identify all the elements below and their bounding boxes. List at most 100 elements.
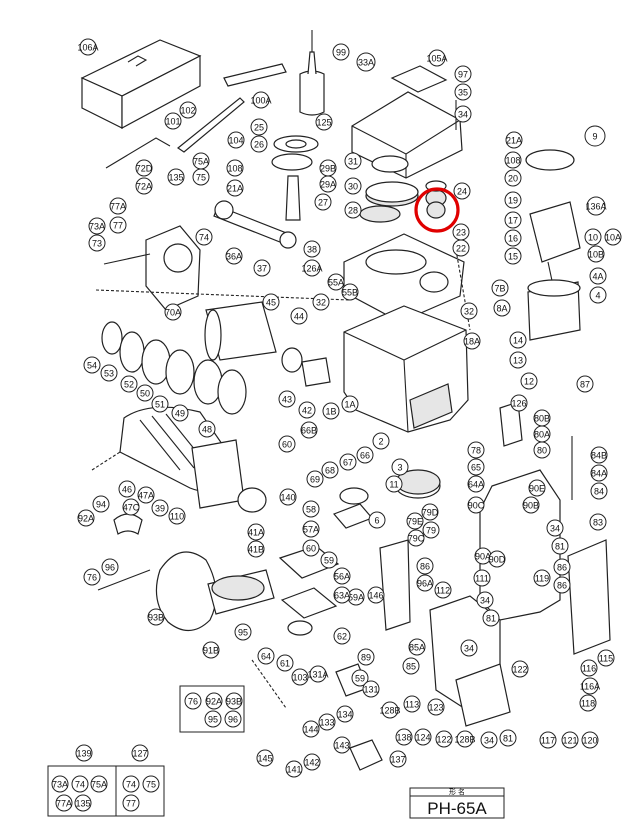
callout-c93b: 93B <box>147 608 165 626</box>
callout-number: 63A <box>334 591 350 601</box>
callout-bubble <box>278 435 296 453</box>
callout-bubble <box>303 259 321 277</box>
callout-number: 95 <box>238 628 248 638</box>
callout-c104: 104 <box>227 131 245 149</box>
callout-bubble <box>309 665 327 683</box>
callout-number: 74 <box>126 780 136 790</box>
callout-c100a: 100A <box>250 91 272 109</box>
callout-number: 43 <box>282 395 292 405</box>
callout-number: 145 <box>257 754 272 764</box>
callout-number: 75A <box>193 157 209 167</box>
callout-bubble <box>253 259 271 277</box>
callout-c84a: 84A <box>590 464 608 482</box>
callout-bubble <box>505 131 523 149</box>
callout-c139: 139 <box>75 744 93 762</box>
callout-bubble <box>406 512 424 530</box>
callout-c25: 25 <box>250 118 268 136</box>
callout-bubble <box>434 581 452 599</box>
callout-c140: 140 <box>279 488 297 506</box>
callout-number: 140 <box>280 493 295 503</box>
stator <box>527 279 581 341</box>
callout-bubble <box>333 586 351 604</box>
callout-bubble <box>151 395 169 413</box>
callout-number: 133 <box>319 718 334 728</box>
callout-bubble <box>509 331 527 349</box>
callout-number: 135 <box>168 173 183 183</box>
callout-number: 16 <box>508 234 518 244</box>
callout-number: 91B <box>203 646 219 656</box>
callout-bubble <box>344 177 362 195</box>
callout-bubble <box>234 623 252 641</box>
callout-bubble <box>339 453 357 471</box>
callout-bubble <box>315 113 333 131</box>
callout-c108a: 108 <box>226 159 244 177</box>
callout-bubble <box>71 775 89 793</box>
callout-number: 94 <box>96 500 106 510</box>
callout-bubble <box>391 458 409 476</box>
callout-c68: 68 <box>321 461 339 479</box>
callout-number: 27 <box>318 198 328 208</box>
callout-number: 141 <box>286 765 301 775</box>
callout-number: 86 <box>557 563 567 573</box>
callout-number: 90A <box>475 552 491 562</box>
callout-number: 14 <box>513 336 523 346</box>
callout-number: 73A <box>52 780 68 790</box>
callout-bubble <box>122 498 140 516</box>
callout-bubble <box>227 131 245 149</box>
callout-number: 85 <box>406 662 416 672</box>
callout-bubble <box>414 728 432 746</box>
callout-bubble <box>480 731 498 749</box>
callout-bubble <box>467 475 485 493</box>
gear-3 <box>395 469 441 499</box>
callout-c134: 134 <box>336 705 354 723</box>
callout-number: 59 <box>324 556 334 566</box>
callout-c90e: 90E <box>528 479 546 497</box>
callout-k76: 76 <box>184 692 202 710</box>
callout-number: 35 <box>458 88 468 98</box>
callout-bubble <box>302 520 320 538</box>
callout-bubble <box>168 507 186 525</box>
kit-box-91b <box>179 685 245 733</box>
callout-bubble <box>225 247 243 265</box>
clamp <box>113 513 143 535</box>
callout-number: 77A <box>110 202 126 212</box>
callout-number: 120 <box>582 736 597 746</box>
callout-k77a: 77A <box>55 794 73 812</box>
callout-number: 80B <box>534 414 550 424</box>
callout-number: 4A <box>592 272 603 282</box>
callout-c75: 75 <box>192 168 210 186</box>
callout-number: 59A <box>348 593 364 603</box>
callout-bubble <box>576 375 594 393</box>
callout-number: 77 <box>126 799 136 809</box>
callout-bubble <box>88 234 106 252</box>
callout-c124: 124 <box>414 728 432 746</box>
main-housing <box>343 305 469 433</box>
callout-number: 138 <box>396 733 411 743</box>
callout-number: 126A <box>301 264 322 274</box>
callout-bubble <box>351 669 369 687</box>
callout-bubble <box>435 730 453 748</box>
callout-c30: 30 <box>344 177 362 195</box>
callout-c47c: 47C <box>122 498 140 516</box>
callout-number: 84 <box>594 487 604 497</box>
callout-bubble <box>511 660 529 678</box>
callout-number: 55A <box>328 278 344 288</box>
callout-number: 50 <box>140 389 150 399</box>
callout-c136a: 136A <box>585 196 607 216</box>
callout-number: 45 <box>266 298 276 308</box>
callout-c119: 119 <box>533 569 551 587</box>
callout-number: 13 <box>513 356 523 366</box>
callout-number: 69 <box>310 475 320 485</box>
callout-bubble <box>55 794 73 812</box>
callout-c61: 61 <box>276 654 294 672</box>
callout-bubble <box>416 557 434 575</box>
callout-c34a: 34 <box>454 105 472 123</box>
callout-c73a: 73A <box>88 217 106 235</box>
callout-c102: 102 <box>179 101 197 119</box>
callout-c85: 85 <box>402 657 420 675</box>
callout-number: 128B <box>454 735 475 745</box>
callout-number: 42 <box>302 406 312 416</box>
callout-c91b: 91B <box>202 641 220 659</box>
callout-c131: 131 <box>362 680 380 698</box>
